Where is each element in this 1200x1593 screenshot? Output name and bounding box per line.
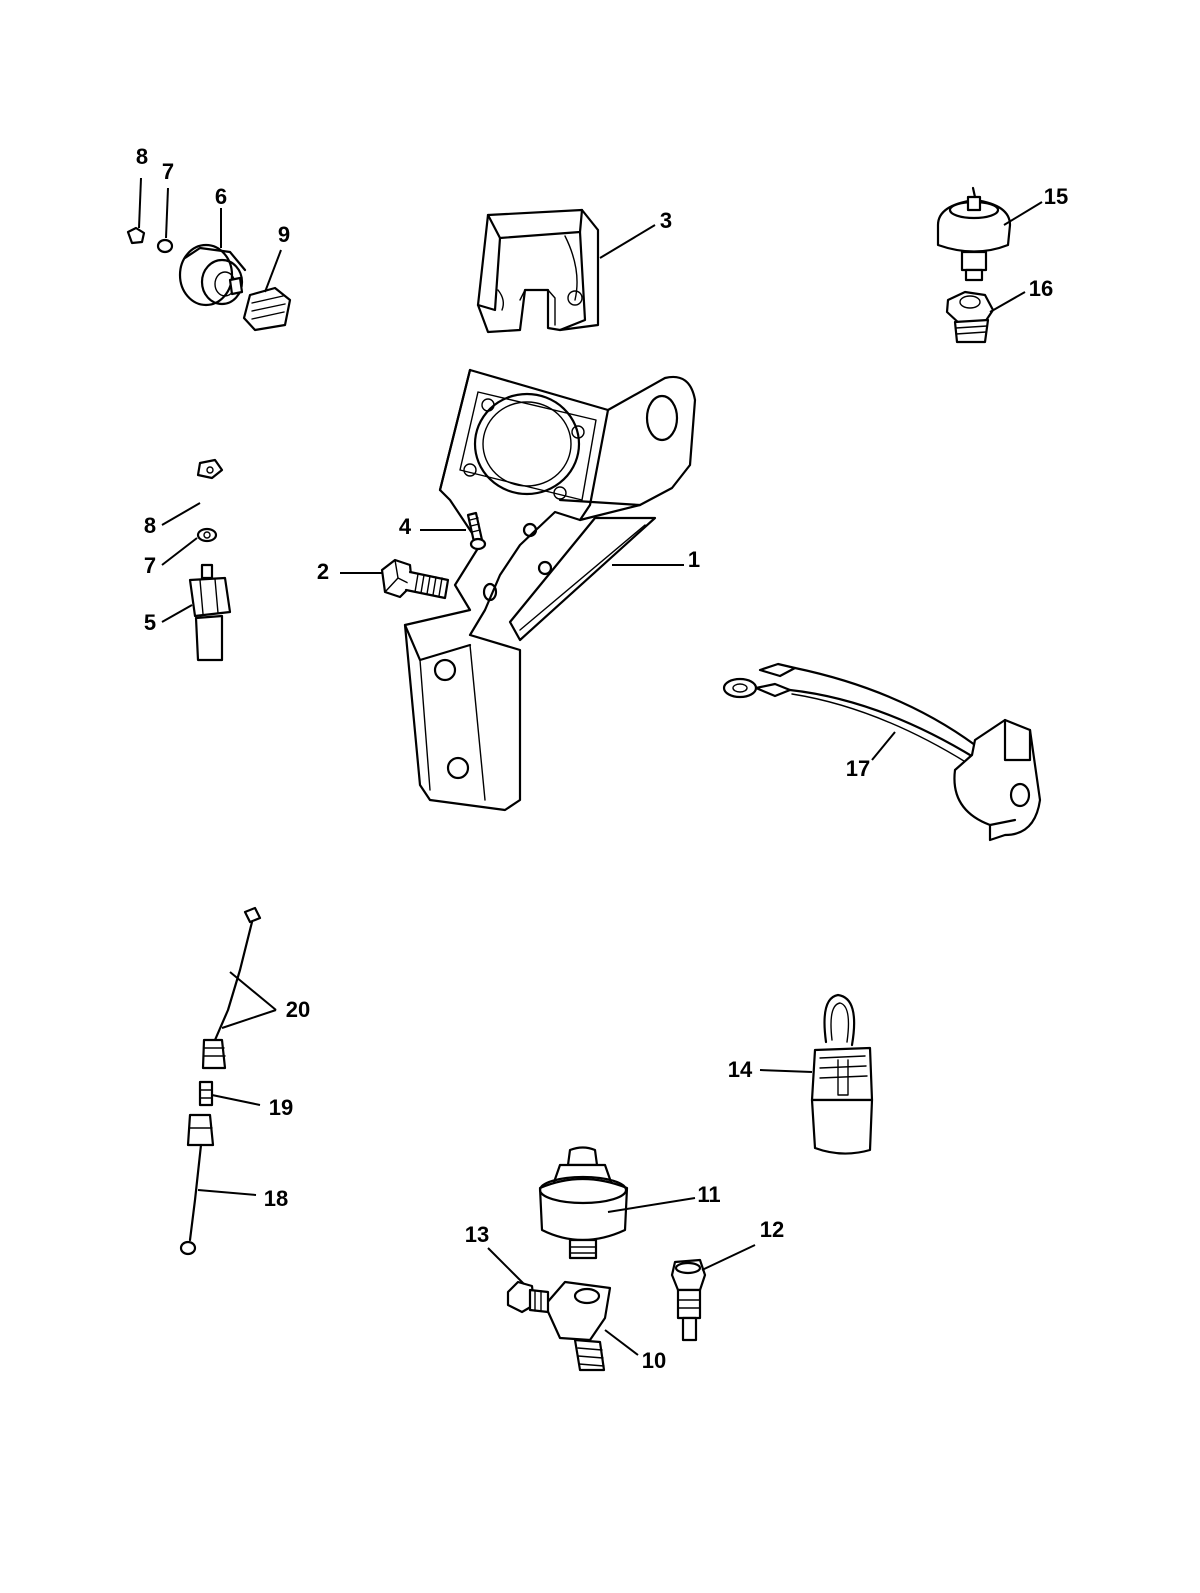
callout-7-top: 7 bbox=[161, 159, 175, 184]
callout-10: 10 bbox=[641, 1348, 667, 1373]
part-19-pin bbox=[198, 1080, 214, 1107]
callout-14: 14 bbox=[727, 1057, 753, 1082]
part-3-clip bbox=[476, 208, 600, 334]
callout-7-mid: 7 bbox=[143, 553, 157, 578]
part-11-sensor bbox=[538, 1146, 629, 1260]
callout-1: 1 bbox=[687, 547, 701, 572]
callout-2: 2 bbox=[316, 559, 330, 584]
part-1-bracket bbox=[403, 368, 697, 812]
callout-17: 17 bbox=[845, 756, 871, 781]
callout-4: 4 bbox=[398, 514, 412, 539]
part-2-bolt bbox=[380, 558, 450, 600]
part-18-lead bbox=[179, 1113, 215, 1256]
callout-16: 16 bbox=[1028, 276, 1054, 301]
part-17-harness bbox=[722, 662, 1042, 842]
callout-5: 5 bbox=[143, 610, 157, 635]
callout-15: 15 bbox=[1043, 184, 1069, 209]
callout-13: 13 bbox=[464, 1222, 490, 1247]
callout-3: 3 bbox=[659, 208, 673, 233]
part-16-adapter bbox=[945, 290, 995, 344]
callout-8-mid: 8 bbox=[143, 513, 157, 538]
callout-19: 19 bbox=[268, 1095, 294, 1120]
part-10-elbow bbox=[543, 1280, 612, 1372]
part-15-switch bbox=[936, 186, 1012, 282]
callout-12: 12 bbox=[759, 1217, 785, 1242]
part-14-connector bbox=[810, 993, 874, 1155]
callout-20: 20 bbox=[285, 997, 311, 1022]
callout-18: 18 bbox=[263, 1186, 289, 1211]
callout-11: 11 bbox=[697, 1182, 721, 1207]
callout-8-top: 8 bbox=[135, 144, 149, 169]
leader-lines bbox=[138, 177, 1043, 1356]
part-13-plug bbox=[506, 1280, 550, 1314]
part-12-sender bbox=[670, 1258, 707, 1342]
callout-9: 9 bbox=[277, 222, 291, 247]
callout-6: 6 bbox=[214, 184, 228, 209]
part-4-screw bbox=[466, 511, 487, 551]
part-20-lead bbox=[201, 906, 262, 1070]
part-6-sender bbox=[126, 226, 292, 332]
part-5-sender bbox=[188, 458, 232, 662]
